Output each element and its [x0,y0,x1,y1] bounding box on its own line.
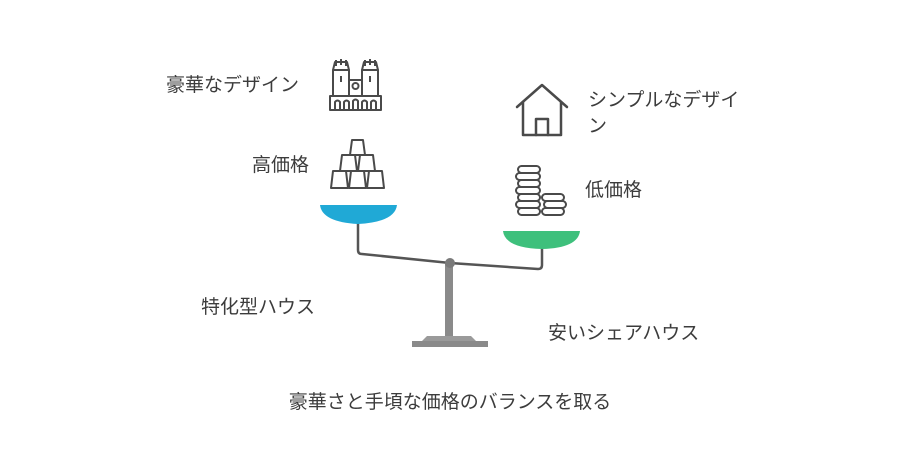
diagram-caption: 豪華さと手頃な価格のバランスを取る [288,391,612,413]
simple-design-label: シンプルなデザイン [588,89,740,137]
luxury-design-label: 豪華なデザイン [166,74,300,96]
left-pan [320,205,397,224]
high-price-label: 高価格 [252,154,310,176]
specialized-house-label: 特化型ハウス [201,296,316,318]
cathedral-icon [329,59,382,111]
scale-pivot [445,258,455,268]
stacked-cups-icon [330,139,385,189]
house-icon [515,83,569,137]
coin-stack-icon [515,165,567,216]
scale-base [412,263,488,347]
cheap-share-house-label: 安いシェアハウス [548,322,700,344]
right-pan [503,231,580,249]
low-price-label: 低価格 [585,179,643,201]
